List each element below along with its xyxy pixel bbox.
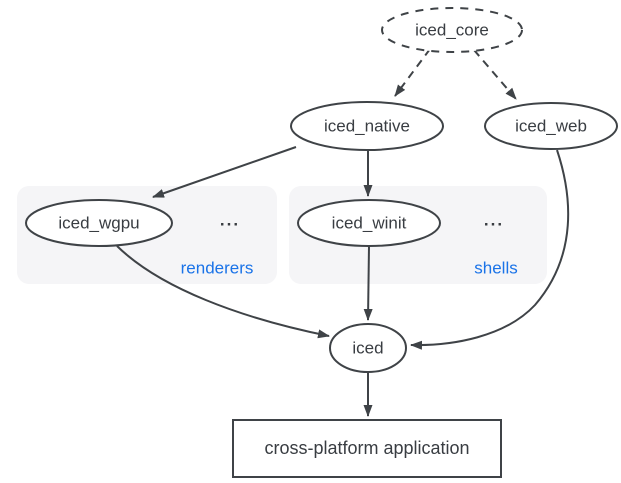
group-renderers-ellipsis: ... <box>219 210 241 230</box>
node-iced-web-label: iced_web <box>515 116 587 136</box>
edge-web-to-iced <box>410 149 570 350</box>
node-iced-shape <box>329 323 407 373</box>
edge-core-to-web <box>473 49 517 100</box>
node-iced-core-label: iced_core <box>415 20 489 40</box>
group-renderers-label: renderers <box>180 258 254 278</box>
edge-core-to-native <box>394 48 431 97</box>
node-iced-label: iced <box>352 338 384 358</box>
group-shells-label: shells <box>474 258 518 278</box>
group-shells-ellipsis: ... <box>483 210 505 230</box>
node-iced-native-shape <box>290 101 444 151</box>
edge-wgpu-to-iced <box>116 245 330 339</box>
node-app-shape <box>232 419 502 478</box>
node-iced-core-shape <box>381 7 523 53</box>
node-iced-wgpu-label: iced_wgpu <box>58 213 140 233</box>
node-iced-web-shape <box>484 102 618 150</box>
node-iced-winit-shape <box>297 199 441 247</box>
edge-native-to-wgpu <box>152 146 297 198</box>
node-iced-wgpu-shape <box>25 199 173 247</box>
node-app-label: cross-platform application <box>264 438 470 458</box>
edge-winit-to-iced <box>363 245 373 321</box>
node-iced-winit-label: iced_winit <box>331 213 407 233</box>
node-iced-native-label: iced_native <box>323 116 411 136</box>
